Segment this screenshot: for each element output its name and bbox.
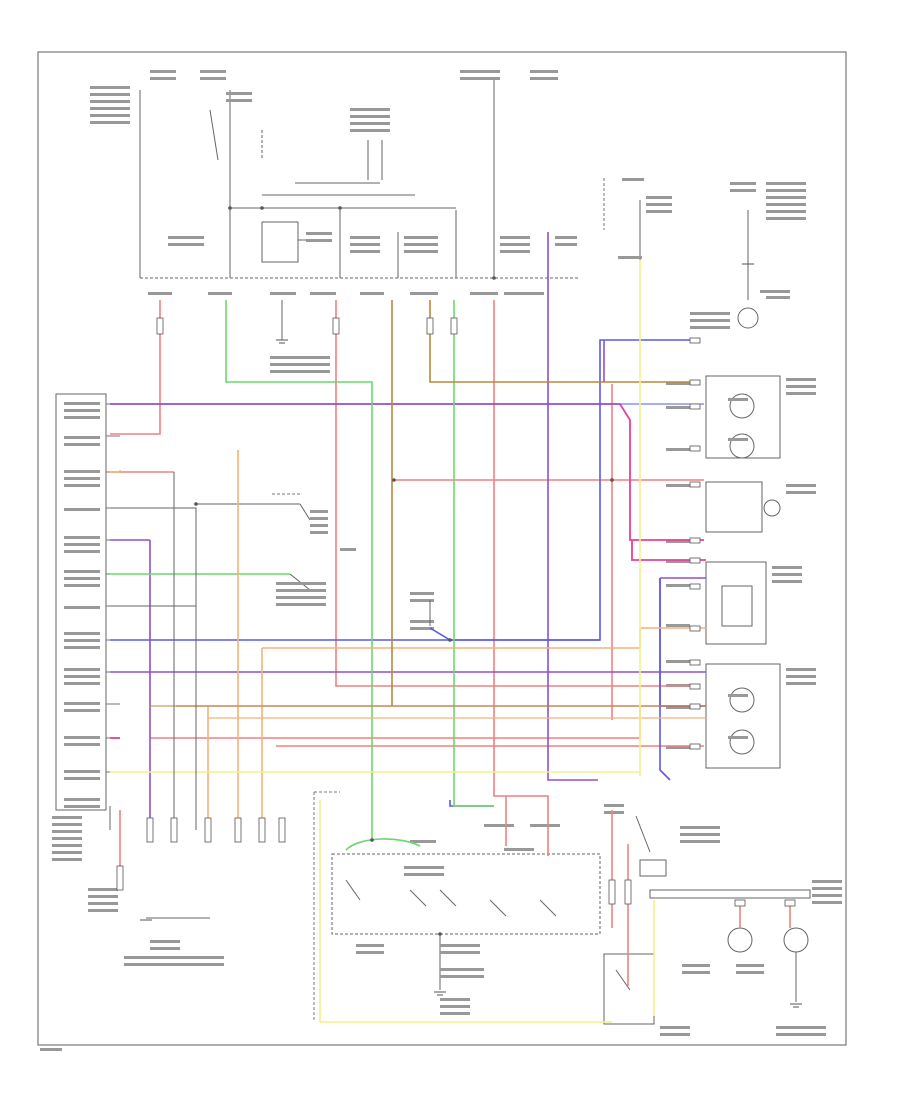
wires-tan xyxy=(150,300,706,707)
wires-green xyxy=(110,300,494,851)
power-distribution-box xyxy=(139,78,759,329)
connectors xyxy=(116,317,796,907)
wires-purple xyxy=(110,232,706,830)
ground-symbols xyxy=(140,263,802,1008)
wires-gray xyxy=(109,300,283,830)
right-components xyxy=(666,375,816,769)
wires-orange xyxy=(110,450,706,840)
wires-pink xyxy=(110,403,706,739)
diagram-frame xyxy=(37,51,847,1046)
sensor-components xyxy=(196,493,434,630)
wires-yellow xyxy=(110,260,655,1023)
control-module xyxy=(52,393,120,912)
bottom-switch-assembly xyxy=(40,791,842,1051)
junction-dots xyxy=(194,206,614,936)
wires-blue xyxy=(110,339,704,807)
